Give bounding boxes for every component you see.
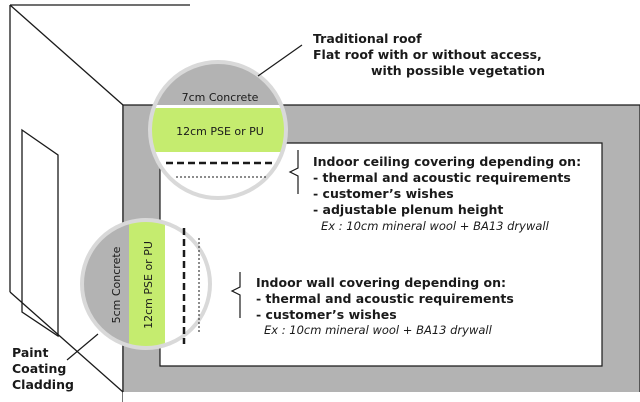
exterior-leader [66, 333, 99, 361]
wall-item-1: - thermal and acoustic requirements [256, 291, 514, 306]
leader-lines [66, 44, 303, 361]
exterior-annotation: Paint Coating Cladding [12, 345, 74, 392]
wall-title: Indoor wall covering depending on: [256, 275, 506, 290]
exterior-line-2: Coating [12, 361, 66, 376]
ceiling-example: Ex : 10cm mineral wool + BA13 drywall [321, 219, 550, 233]
roof-line-3: with possible vegetation [371, 63, 545, 78]
wall-insulation-layer [129, 220, 165, 348]
roof-detail-ring [148, 60, 288, 200]
roof-annotation: Traditional roof Flat roof with or witho… [313, 31, 545, 78]
roof-title: Traditional roof [313, 31, 422, 46]
wall-insulation-label: 12cm PSE or PU [142, 241, 155, 329]
roof-detail: 7cm Concrete 12cm PSE or PU [148, 60, 288, 200]
wall-brace [230, 272, 241, 318]
ceiling-item-1: - thermal and acoustic requirements [313, 170, 571, 185]
exterior-line-3: Cladding [12, 377, 74, 392]
roof-insulation-label: 12cm PSE or PU [176, 125, 264, 138]
roof-insulation-layer [150, 108, 286, 152]
ceiling-title: Indoor ceiling covering depending on: [313, 154, 581, 169]
window-outline [21, 128, 59, 338]
ground-gap [123, 392, 640, 402]
wall-item-2: - customer’s wishes [256, 307, 397, 322]
ceiling-item-2: - customer’s wishes [313, 186, 454, 201]
wall-concrete-label: 5cm Concrete [110, 246, 123, 323]
facade-bottom-edge [9, 291, 124, 393]
roof-concrete-label: 7cm Concrete [182, 91, 259, 104]
ceiling-brace [288, 150, 299, 194]
ceiling-annotation: Indoor ceiling covering depending on: - … [313, 154, 581, 233]
wall-detail: 5cm Concrete 12cm PSE or PU [80, 218, 212, 350]
exterior-line-1: Paint [12, 345, 48, 360]
wall-annotation: Indoor wall covering depending on: - the… [256, 275, 514, 337]
roof-line-2: Flat roof with or without access, [313, 47, 542, 62]
ceiling-item-3: - adjustable plenum height [313, 202, 503, 217]
roof-side-edge [9, 4, 124, 106]
wall-example: Ex : 10cm mineral wool + BA13 drywall [264, 323, 493, 337]
wall-detail-ring [80, 218, 212, 350]
roof-leader [257, 44, 303, 77]
